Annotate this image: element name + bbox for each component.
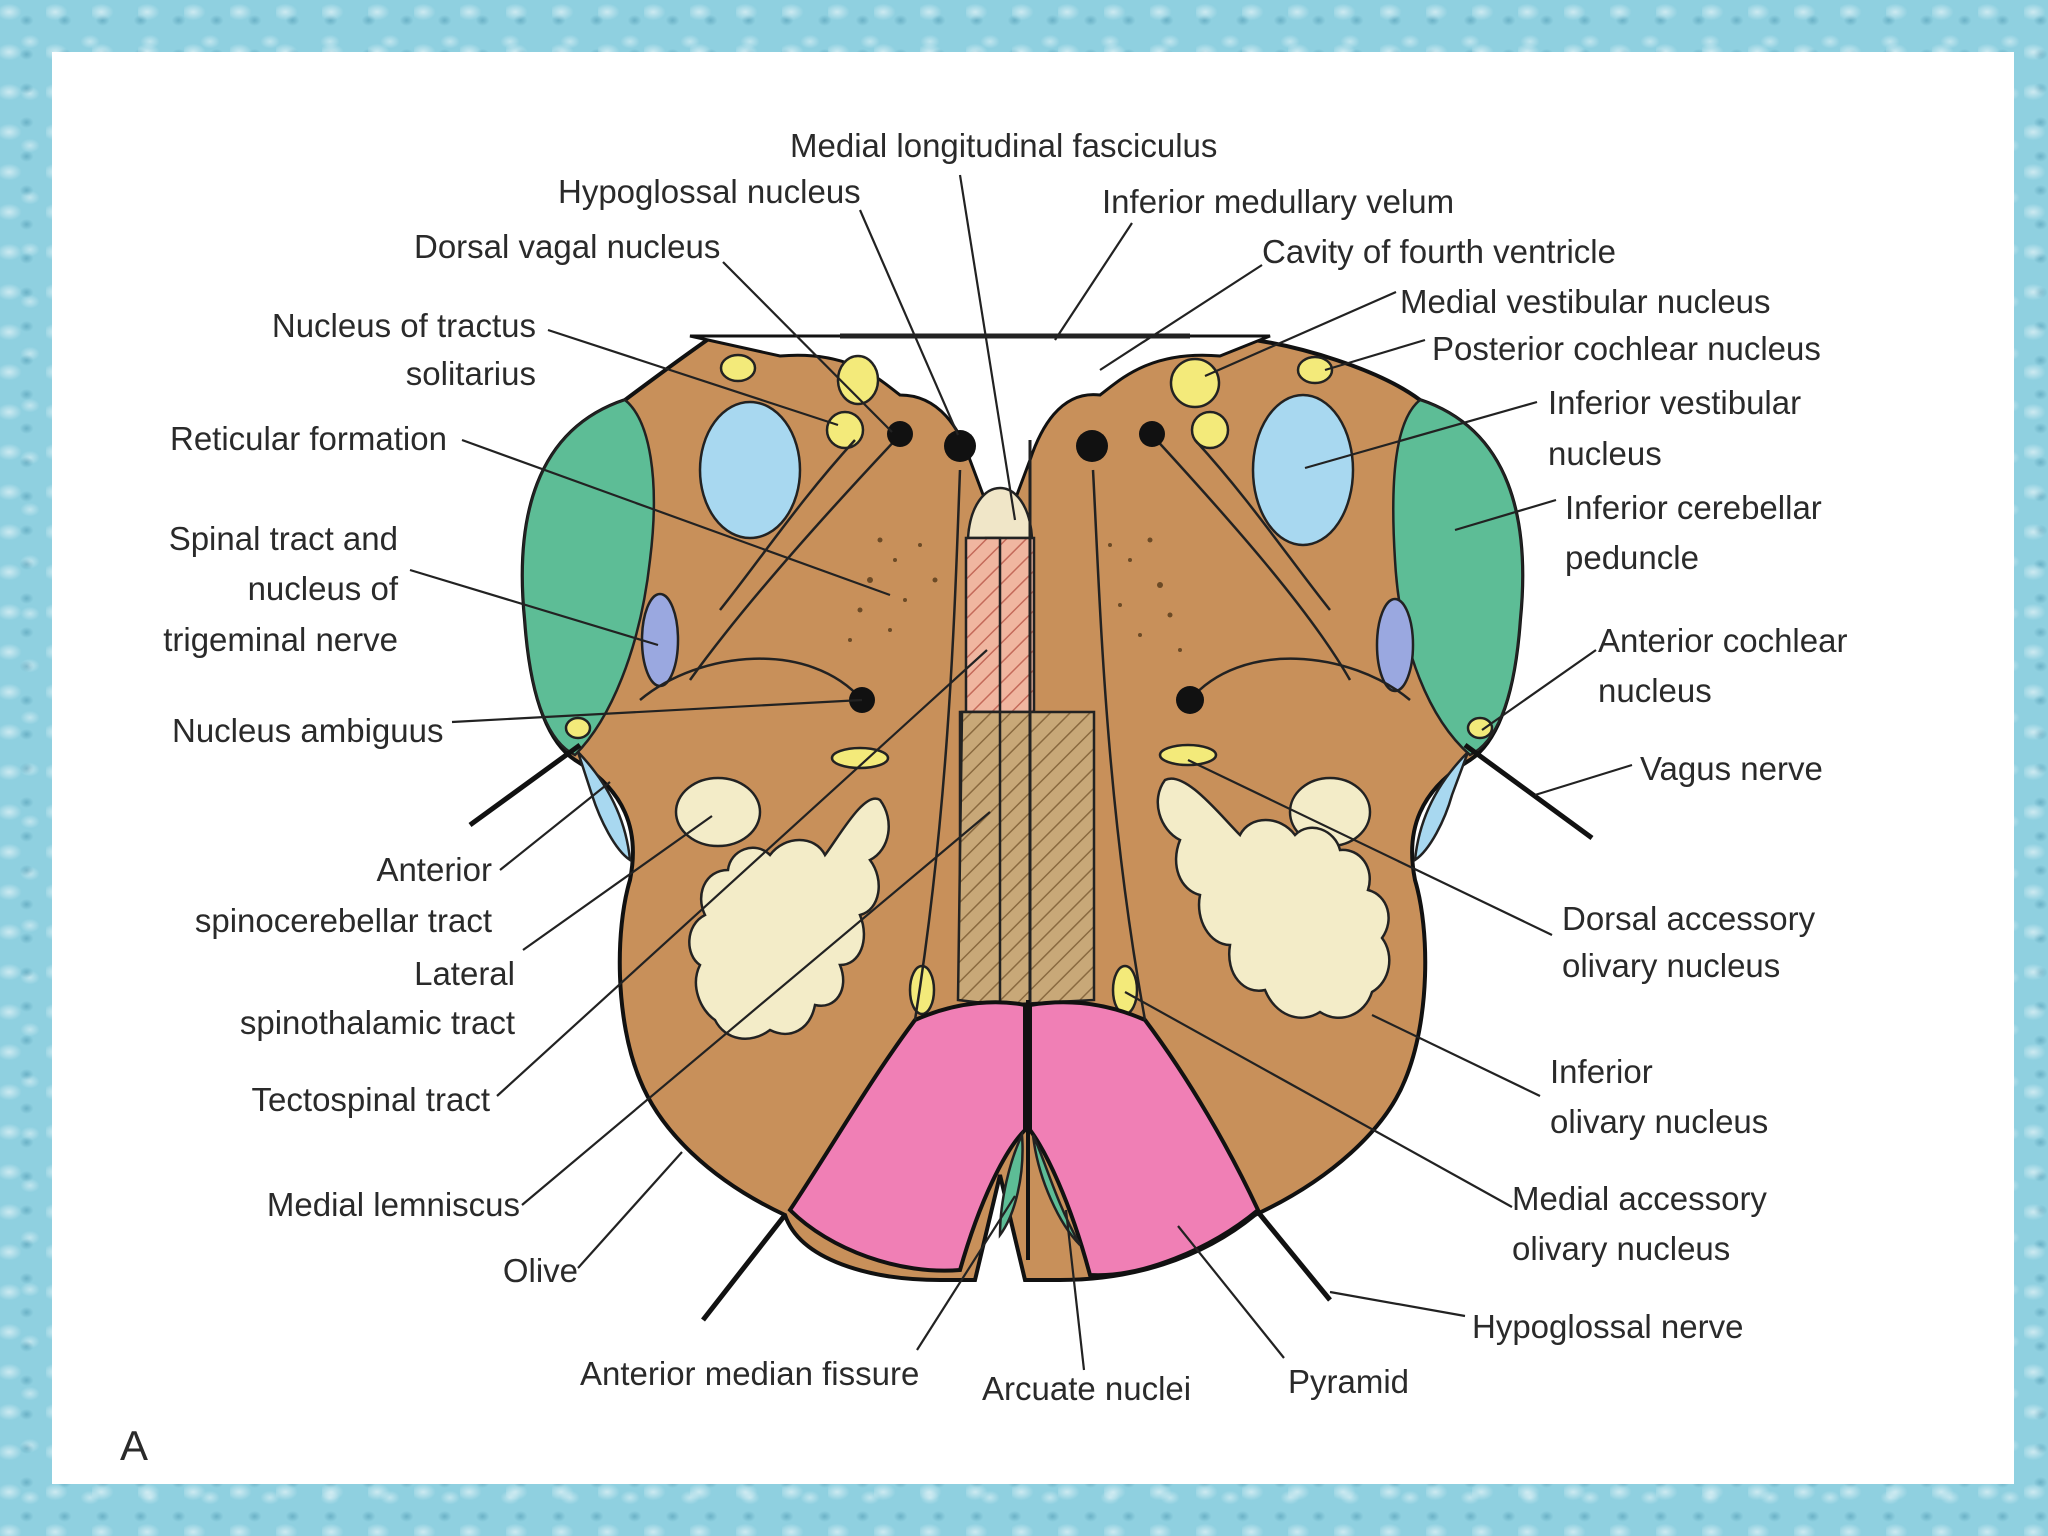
vagus-nerve-right	[1463, 742, 1594, 841]
label-medial-lemniscus: Medial lemniscus	[267, 1186, 520, 1223]
label-ant-spinocerebellar: Anterior	[376, 851, 492, 888]
dorsal-vagal-nucleus-left	[836, 354, 880, 406]
label-posterior-cochlear-nucleus: Posterior cochlear nucleus	[1432, 330, 1821, 367]
label-inferior-olivary-2: olivary nucleus	[1550, 1103, 1768, 1140]
label-tectospinal-tract: Tectospinal tract	[252, 1081, 490, 1118]
spinal-trigeminal-nucleus-left	[640, 592, 680, 688]
label-inferior-vestibular: Inferior vestibular	[1548, 384, 1801, 421]
label-dorsal-vagal-nucleus: Dorsal vagal nucleus	[414, 228, 720, 265]
label-inferior-cerebellar-2: peduncle	[1565, 539, 1699, 576]
label-tractus-solitarius: Nucleus of tractus	[272, 307, 536, 344]
dorsal-vagal-nucleus-dot-left	[887, 421, 913, 447]
label-cavity-fourth-ventricle: Cavity of fourth ventricle	[1262, 233, 1616, 270]
leader-lines	[409, 174, 1633, 1371]
label-mlf: Medial longitudinal fasciculus	[790, 127, 1217, 164]
label-hypoglossal-nerve: Hypoglossal nerve	[1472, 1308, 1743, 1345]
label-spinal-tract-2: nucleus of	[248, 570, 399, 607]
tractus-solitarius-left-top	[719, 353, 757, 383]
label-tractus-solitarius-2: solitarius	[406, 355, 536, 392]
reticular-formation-speckles	[848, 537, 1182, 652]
label-vagus-nerve: Vagus nerve	[1640, 750, 1823, 787]
hypoglossal-nerve-left	[701, 1213, 787, 1322]
label-medial-accessory-2: olivary nucleus	[1512, 1230, 1730, 1267]
anterior-spinocerebellar-tract-left	[576, 751, 632, 863]
hypoglossal-nucleus-dot-left	[944, 430, 976, 462]
label-spinal-tract-3: trigeminal nerve	[163, 621, 398, 658]
label-medial-vestibular-nucleus: Medial vestibular nucleus	[1400, 283, 1771, 320]
hypoglossal-nucleus-dot-right	[1076, 430, 1108, 462]
tractus-solitarius-left	[825, 410, 865, 450]
vagus-nerve-left	[468, 742, 582, 828]
label-inferior-cerebellar: Inferior cerebellar	[1565, 489, 1822, 526]
label-anterior-cochlear-2: nucleus	[1598, 672, 1712, 709]
hypoglossal-nerve-right	[1256, 1210, 1332, 1302]
label-pyramid: Pyramid	[1288, 1363, 1409, 1400]
nucleus-ambiguus-dot-right	[1176, 686, 1204, 714]
anterior-spinocerebellar-tract-right	[1413, 751, 1470, 863]
label-olive: Olive	[503, 1252, 578, 1289]
spinal-trigeminal-nucleus-right	[1375, 597, 1415, 693]
anterior-cochlear-nucleus-left	[564, 716, 592, 740]
inferior-cerebellar-peduncle-left	[521, 398, 656, 757]
label-dorsal-accessory: Dorsal accessory	[1562, 900, 1816, 937]
label-hypoglossal-nucleus: Hypoglossal nucleus	[558, 173, 861, 210]
label-reticular-formation: Reticular formation	[170, 420, 447, 457]
inferior-vestibular-nucleus-right	[1251, 393, 1355, 547]
figure-letter: A	[120, 1422, 148, 1469]
posterior-cochlear-nucleus-right	[1296, 355, 1334, 385]
medial-lemniscus-left	[956, 710, 1002, 1007]
medial-vestibular-nucleus-right	[1169, 357, 1221, 409]
medial-vestibular-nucleus-left	[698, 400, 802, 540]
label-inferior-medullary-velum: Inferior medullary velum	[1102, 183, 1454, 220]
label-ant-spinocerebellar-2: spinocerebellar tract	[195, 902, 492, 939]
label-dorsal-accessory-2: olivary nucleus	[1562, 947, 1780, 984]
anterior-cochlear-nucleus-right	[1466, 716, 1494, 740]
lateral-spinothalamic-tract-left	[674, 776, 762, 848]
tractus-solitarius-right	[1190, 410, 1230, 450]
label-anterior-cochlear: Anterior cochlear	[1598, 622, 1847, 659]
inferior-olivary-nucleus-right	[1156, 777, 1391, 1019]
pyramid-left	[787, 1000, 1027, 1273]
label-lat-spinothalamic-2: spinothalamic tract	[240, 1004, 515, 1041]
label-spinal-tract: Spinal tract and	[169, 520, 398, 557]
inferior-cerebellar-peduncle-right	[1392, 398, 1524, 757]
label-arcuate-nuclei: Arcuate nuclei	[982, 1370, 1191, 1407]
dorsal-accessory-olivary-right	[1158, 743, 1218, 767]
pyramid-right	[1028, 1000, 1261, 1278]
inferior-olivary-nucleus-left	[688, 797, 890, 1040]
label-inferior-vestibular-2: nucleus	[1548, 435, 1662, 472]
arcuate-nucleus-right	[1031, 1134, 1082, 1246]
label-anterior-median-fissure: Anterior median fissure	[580, 1355, 919, 1392]
label-nucleus-ambiguus: Nucleus ambiguus	[172, 712, 443, 749]
tectospinal-tract-left	[964, 536, 1002, 714]
dorsal-vagal-nucleus-dot-right	[1139, 421, 1165, 447]
label-lat-spinothalamic: Lateral	[414, 955, 515, 992]
medial-accessory-olivary-right	[1111, 964, 1139, 1016]
label-inferior-olivary: Inferior	[1550, 1053, 1653, 1090]
label-medial-accessory: Medial accessory	[1512, 1180, 1767, 1217]
